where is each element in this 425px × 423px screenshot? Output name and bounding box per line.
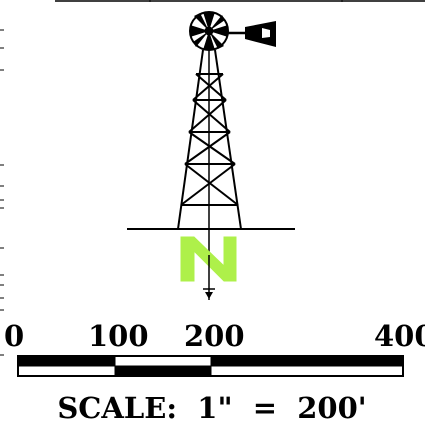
- windmill-tail: [228, 21, 276, 47]
- scale-tick-400: 400: [374, 319, 425, 353]
- scale-bar-segment-2: [115, 366, 211, 376]
- scale-bar-segment-3: [211, 356, 403, 366]
- north-arrow: N: [180, 236, 237, 300]
- scale-bar-labels: 0 100 200 400: [4, 319, 425, 353]
- windmill-icon: [127, 11, 295, 255]
- windmill-tower: [177, 49, 242, 255]
- page-frame-top: [55, 0, 425, 2]
- scale-tick-100: 100: [88, 319, 149, 353]
- scale-caption: SCALE: 1" = 200': [57, 391, 366, 423]
- scale-bar: [17, 355, 404, 377]
- left-edge-marks: [0, 29, 4, 356]
- scale-tick-200: 200: [184, 319, 245, 353]
- scale-tick-0: 0: [4, 319, 24, 353]
- scale-bar-segment-1: [18, 356, 115, 366]
- windmill-rotor: [189, 11, 229, 51]
